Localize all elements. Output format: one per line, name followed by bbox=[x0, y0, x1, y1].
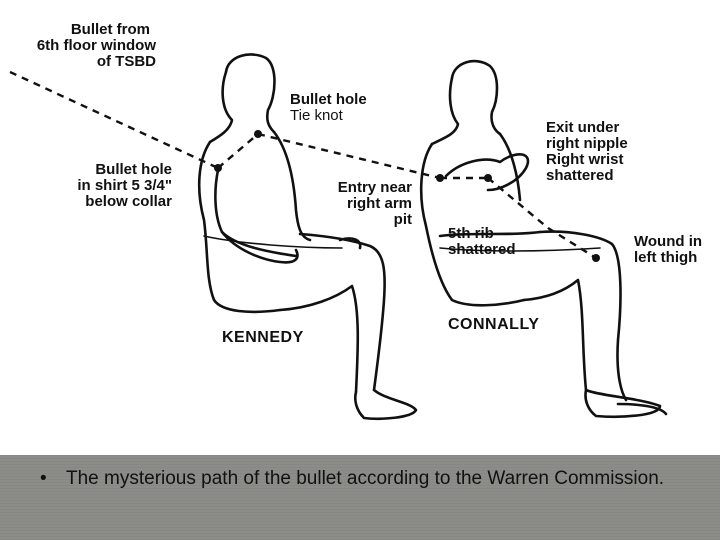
label-bullet-from-line1: Bullet from bbox=[70, 21, 150, 38]
label-entry: Entry near right arm pit bbox=[318, 180, 412, 228]
label-wound-thigh-line1: Wound in bbox=[634, 233, 703, 250]
label-shirt-hole-line1: Bullet hole bbox=[95, 161, 172, 178]
diagram bbox=[9, 53, 668, 421]
bullet-path bbox=[9, 70, 597, 260]
label-bullet-hole-tie: Bullet hole Tie knot bbox=[290, 92, 367, 124]
label-kennedy: KENNEDY bbox=[222, 329, 304, 346]
label-shirt-hole-line2: in shirt 5 3/4" bbox=[77, 177, 172, 194]
caption-text: The mysterious path of the bullet accord… bbox=[66, 468, 665, 489]
label-wound-thigh-line2: left thigh bbox=[634, 249, 698, 266]
label-rib: 5th rib shattered bbox=[448, 226, 516, 258]
label-entry-line2: right arm bbox=[346, 195, 412, 212]
label-shirt-hole: Bullet hole in shirt 5 3/4" below collar bbox=[48, 162, 172, 210]
label-rib-line1: 5th rib bbox=[448, 225, 494, 242]
label-shirt-hole-line3: below collar bbox=[85, 193, 172, 210]
label-bullet-from: Bullet from 6th floor window of TSBD bbox=[10, 22, 156, 70]
connally-figure bbox=[419, 59, 668, 418]
caption-bar: • The mysterious path of the bullet acco… bbox=[0, 455, 720, 540]
label-exit-line4: shattered bbox=[546, 167, 614, 184]
label-exit-line2: right nipple bbox=[546, 135, 628, 152]
label-entry-line1: Entry near bbox=[337, 179, 412, 196]
label-wound-thigh: Wound in left thigh bbox=[634, 234, 702, 266]
caption: • The mysterious path of the bullet acco… bbox=[40, 467, 700, 490]
caption-bullet: • bbox=[40, 468, 47, 489]
label-connally: CONNALLY bbox=[448, 316, 540, 333]
wound-dots bbox=[214, 130, 600, 262]
label-bullet-from-line2: 6th floor window bbox=[36, 37, 156, 54]
label-exit-line1: Exit under bbox=[546, 119, 620, 136]
label-entry-line3: pit bbox=[393, 211, 412, 228]
label-bullet-hole-tie-line2: Tie knot bbox=[290, 107, 343, 124]
label-rib-line2: shattered bbox=[448, 241, 516, 258]
label-bullet-hole-tie-line1: Bullet hole bbox=[290, 91, 367, 108]
label-exit: Exit under right nipple Right wrist shat… bbox=[546, 120, 628, 184]
kennedy-figure bbox=[197, 53, 418, 421]
label-bullet-from-line3: of TSBD bbox=[96, 53, 156, 70]
label-exit-line3: Right wrist bbox=[546, 151, 624, 168]
